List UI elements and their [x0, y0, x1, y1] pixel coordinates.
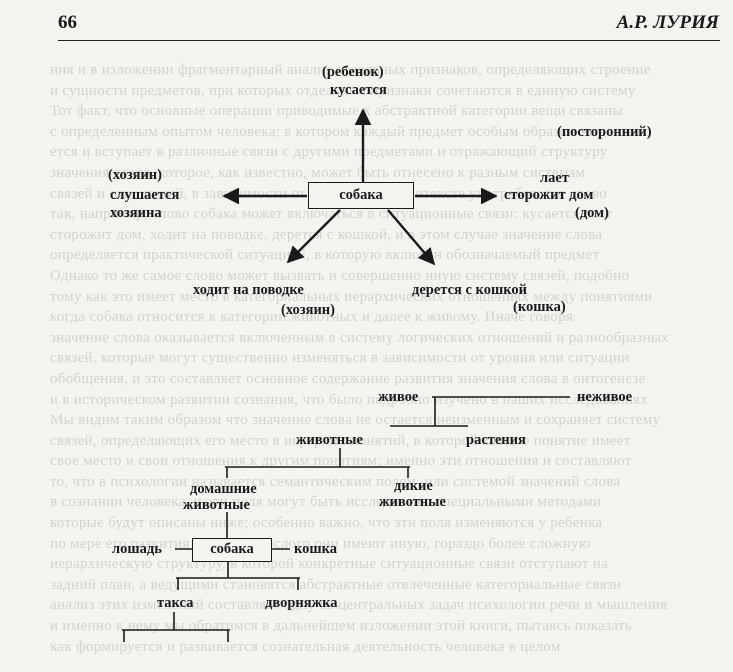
label-walks-on-leash: ходит на поводке	[193, 282, 304, 298]
label-animals: животные	[296, 432, 363, 448]
arrow-down-left	[286, 209, 341, 264]
tag-cat: (кошка)	[513, 299, 566, 315]
tag-owner-bottom: (хозяин)	[281, 302, 335, 318]
label-guards-house: сторожит дом	[504, 187, 594, 203]
page-number: 66	[58, 12, 77, 33]
label-bites: кусается	[330, 82, 387, 98]
tag-owner-left: (хозяин)	[108, 167, 162, 183]
label-cat: кошка	[294, 541, 338, 557]
label-wild-animals: животные	[379, 494, 446, 510]
tag-house: (дом)	[575, 205, 609, 221]
tag-child: (ребенок)	[322, 64, 384, 80]
show-through-text: ния и в изложении фрагментарный анализ о…	[50, 62, 670, 655]
label-dachshund: такса	[157, 595, 194, 611]
running-header-author: А.Р. ЛУРИЯ	[616, 12, 719, 33]
label-nonliving: неживое	[577, 389, 633, 405]
label-barks: лает	[540, 170, 569, 186]
label-mongrel: дворняжка	[265, 595, 338, 611]
label-horse: лошадь	[112, 541, 162, 557]
label-domestic: домашние	[190, 481, 257, 497]
label-alive: живое	[378, 389, 419, 405]
label-plants: растения	[466, 432, 526, 448]
label-obeys: слушается	[110, 187, 180, 203]
label-wild: дикие	[394, 478, 433, 494]
header-rule	[58, 40, 720, 41]
dog-box-tree: собака	[192, 538, 272, 562]
label-domestic-animals: животные	[183, 497, 250, 513]
label-fights-cat: дерется с кошкой	[412, 282, 527, 298]
arrow-down-right	[387, 209, 436, 266]
tag-stranger: (посторонний)	[557, 124, 652, 140]
dog-box-center: собака	[308, 182, 414, 209]
label-owner: хозяина	[110, 205, 162, 221]
